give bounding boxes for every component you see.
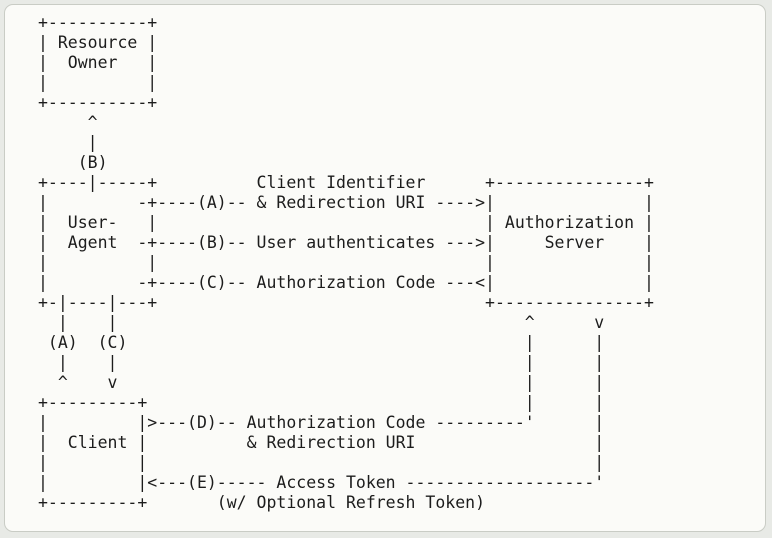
diagram-line: | | ^ v xyxy=(38,313,605,332)
diagram-line: (B) xyxy=(38,153,108,172)
diagram-line: | -+----(A)-- & Redirection URI ---->| | xyxy=(38,193,654,212)
diagram-line: +----|-----+ Client Identifier +--------… xyxy=(38,173,654,192)
diagram-line: ^ v | | xyxy=(38,373,605,392)
diagram-line: | | xyxy=(38,73,158,92)
diagram-line: (A) (C) | | xyxy=(38,333,605,352)
diagram-line: | -+----(C)-- Authorization Code ---<| | xyxy=(38,273,654,292)
diagram-line: | | | | xyxy=(38,353,605,372)
diagram-line: | Resource | xyxy=(38,33,158,52)
diagram-panel: +----------+ | Resource | | Owner | | | … xyxy=(4,4,766,532)
diagram-line: +----------+ xyxy=(38,93,158,112)
diagram-line: | Client | & Redirection URI | xyxy=(38,433,605,452)
diagram-line: | |<---(E)----- Access Token -----------… xyxy=(38,473,605,492)
diagram-line: +---------+ (w/ Optional Refresh Token) xyxy=(38,493,486,512)
diagram-line: | Owner | xyxy=(38,53,158,72)
diagram-line: +---------+ | | xyxy=(38,393,605,412)
diagram-line: | |>---(D)-- Authorization Code --------… xyxy=(38,413,605,432)
diagram-line: | User- | | Authorization | xyxy=(38,213,654,232)
diagram-line: | xyxy=(38,133,98,152)
oauth-authorization-code-flow-diagram: +----------+ | Resource | | Owner | | | … xyxy=(38,13,654,513)
diagram-line: ^ xyxy=(38,113,98,132)
diagram-line: | Agent -+----(B)-- User authenticates -… xyxy=(38,233,654,252)
diagram-line: | | | xyxy=(38,453,605,472)
diagram-line: +-|----|---+ +---------------+ xyxy=(38,293,654,312)
diagram-line: +----------+ xyxy=(38,13,158,32)
diagram-line: | | | | xyxy=(38,253,654,272)
